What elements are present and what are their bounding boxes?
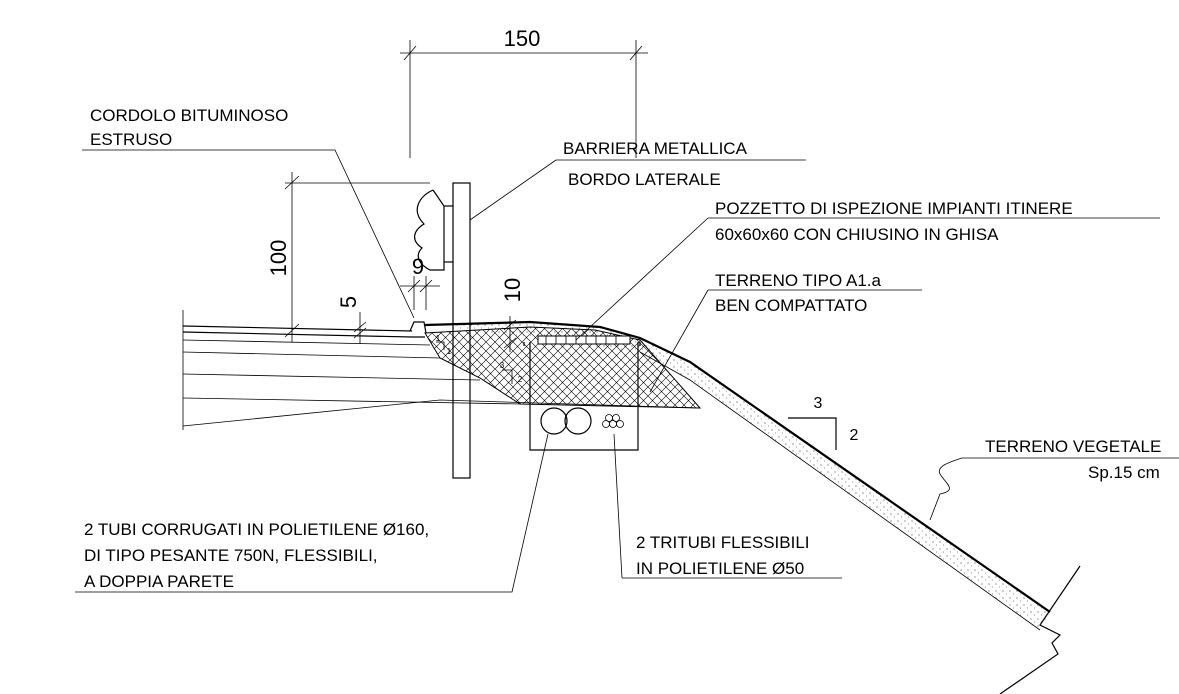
slope-run: 3 — [814, 395, 823, 412]
dimension-5: 5 — [336, 296, 367, 344]
slope-indicator-main: 3 2 — [788, 395, 859, 450]
label-vegetale-2: Sp.15 cm — [1088, 463, 1160, 482]
label-cordolo-1: CORDOLO BITUMINOSO — [90, 106, 288, 125]
slope-indicator-small: 1 1 3 2 — [436, 334, 523, 384]
annotations: CORDOLO BITUMINOSO ESTRUSO BARRIERA META… — [84, 106, 1161, 591]
slope-small-a-rise: 2 — [518, 375, 523, 384]
dimension-10: 10 — [500, 278, 525, 352]
label-tubi-3: A DOPPIA PARETE — [84, 572, 234, 591]
dimension-150: 150 — [400, 26, 648, 158]
dimension-100-label: 100 — [266, 240, 291, 277]
leader-lines — [75, 149, 1179, 593]
label-tubi-1: 2 TUBI CORRUGATI IN POLIETILENE Ø160, — [84, 520, 429, 539]
label-tritubi-2: IN POLIETILENE Ø50 — [636, 559, 804, 578]
slope-small-a-run: 3 — [500, 361, 505, 370]
label-cordolo-2: ESTRUSO — [90, 130, 172, 149]
label-terreno-2: BEN COMPATTATO — [715, 296, 867, 315]
dimension-9-label: 9 — [412, 254, 424, 279]
dimension-150-label: 150 — [504, 26, 541, 51]
label-barriera: BARRIERA METALLICA — [563, 139, 748, 158]
slope-rise: 2 — [850, 427, 859, 444]
bituminous-curb — [409, 321, 427, 334]
dimension-5-label: 5 — [336, 296, 361, 308]
label-pozzetto-2: 60x60x60 CON CHIUSINO IN GHISA — [715, 225, 999, 244]
guard-rail — [414, 182, 471, 479]
label-tubi-2: DI TIPO PESANTE 750N, FLESSIBILI, — [84, 546, 378, 565]
pavement-layers — [182, 310, 701, 430]
dimension-10-label: 10 — [500, 278, 525, 302]
label-bordo: BORDO LATERALE — [568, 170, 721, 189]
label-vegetale-1: TERRENO VEGETALE — [985, 437, 1161, 456]
slope-small-b-run: 1 — [436, 334, 441, 343]
label-pozzetto-1: POZZETTO DI ISPEZIONE IMPIANTI ITINERE — [715, 199, 1073, 218]
dimension-9: 9 — [400, 254, 440, 310]
dimension-100: 100 — [266, 172, 430, 342]
inspection-pit — [523, 335, 641, 451]
slope-small-b-rise: 1 — [447, 347, 452, 356]
label-terreno-1: TERRENO TIPO A1.a — [715, 271, 882, 290]
label-tritubi-1: 2 TRITUBI FLESSIBILI — [636, 533, 810, 552]
